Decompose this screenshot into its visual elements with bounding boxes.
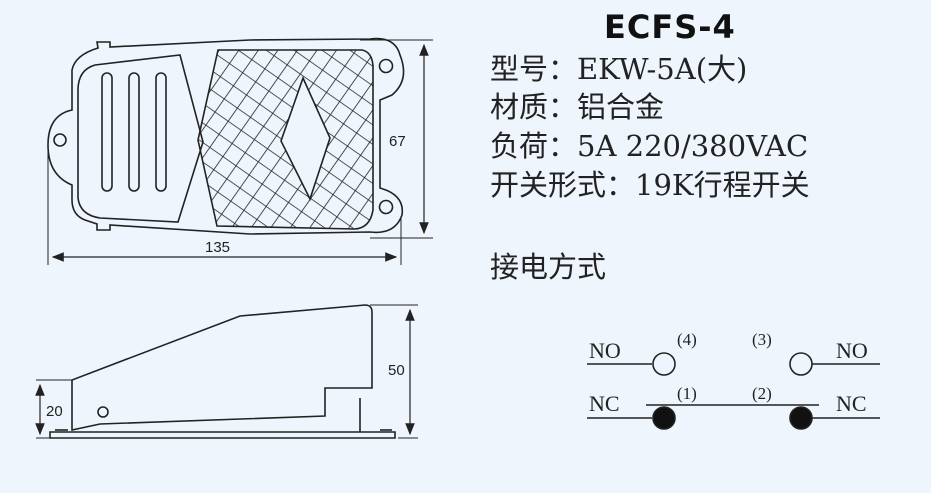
dimension-height: 50 <box>388 362 405 379</box>
no-terminal-4 <box>652 352 676 376</box>
pin-4: (4) <box>677 330 697 349</box>
spec-switch-type: 开关形式：19K行程开关 <box>490 168 810 202</box>
top-view <box>47 37 433 265</box>
dimension-length: 135 <box>205 239 230 256</box>
dimension-width: 67 <box>389 133 406 150</box>
label-no-right: NO <box>836 338 868 363</box>
spec-load: 负荷：5A 220/380VAC <box>490 129 809 163</box>
spec-model: 型号：EKW-5A(大) <box>490 52 748 86</box>
dimension-front-height: 20 <box>46 403 63 420</box>
label-nc-left: NC <box>589 391 620 416</box>
pin-1: (1) <box>677 384 697 403</box>
model-title: ECFS-4 <box>604 8 736 46</box>
pin-3: (3) <box>752 330 772 349</box>
nc-terminal-1 <box>652 406 676 430</box>
label-nc-right: NC <box>836 391 867 416</box>
side-view <box>35 304 418 439</box>
pin-2: (2) <box>752 384 772 403</box>
spec-material: 材质：铝合金 <box>490 90 665 124</box>
label-no-left: NO <box>589 338 621 363</box>
nc-terminal-2 <box>789 406 813 430</box>
wiring-heading: 接电方式 <box>490 250 607 284</box>
no-terminal-3 <box>789 352 813 376</box>
wiring-diagram <box>587 352 880 430</box>
